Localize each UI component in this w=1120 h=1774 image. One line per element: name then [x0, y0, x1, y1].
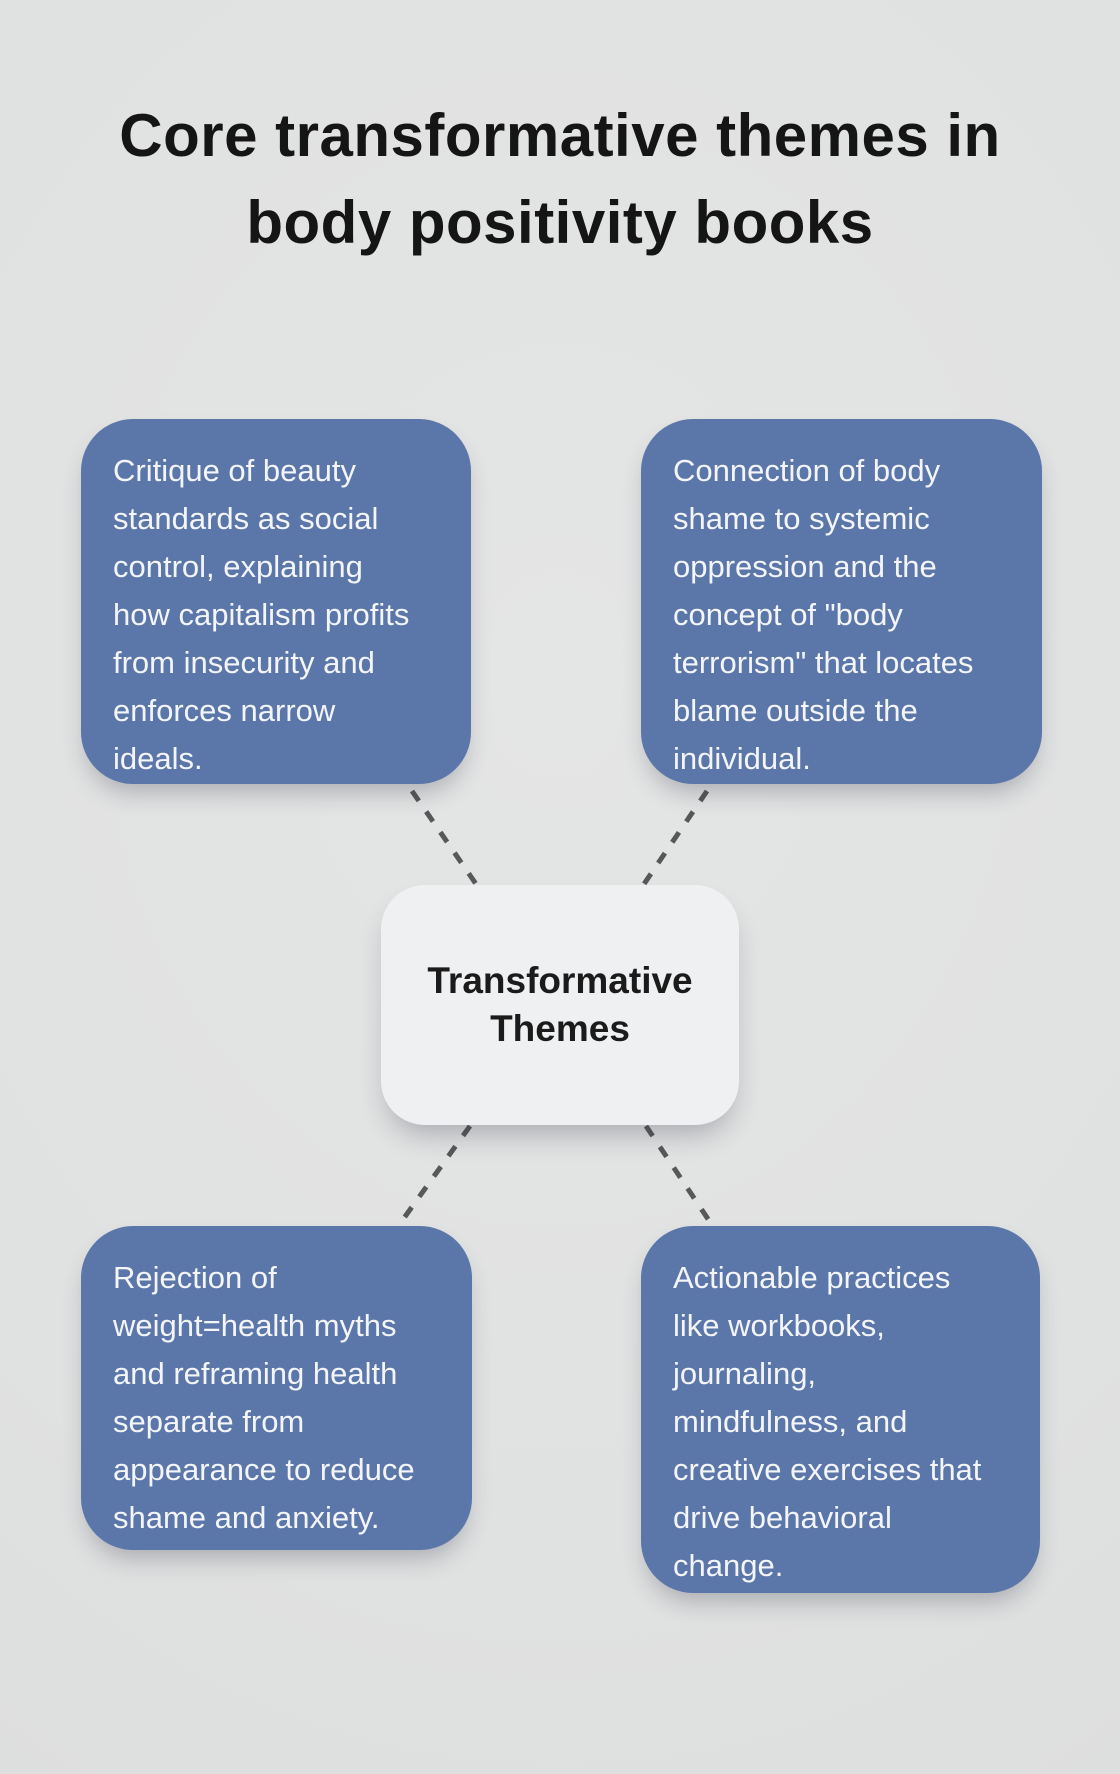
theme-text-top-right: Connection of body shame to systemic opp…: [673, 453, 974, 776]
theme-card-bottom-left: Rejection of weight=health myths and ref…: [81, 1226, 472, 1550]
connector-top-right: [641, 789, 710, 886]
theme-card-bottom-right: Actionable practices like workbooks, jou…: [641, 1226, 1040, 1593]
theme-card-top-left: Critique of beauty standards as social c…: [81, 419, 471, 784]
center-node: Transformative Themes: [381, 885, 739, 1125]
theme-text-top-left: Critique of beauty standards as social c…: [113, 453, 410, 776]
theme-text-bottom-right: Actionable practices like workbooks, jou…: [673, 1260, 982, 1583]
theme-text-bottom-left: Rejection of weight=health myths and ref…: [113, 1260, 415, 1535]
center-node-label: Transformative Themes: [427, 960, 693, 1049]
connector-bottom-left: [396, 1124, 473, 1227]
page-title: Core transformative themes in body positi…: [0, 92, 1120, 266]
page-title-line-2: body positivity books: [246, 189, 874, 256]
connector-top-left: [409, 789, 479, 886]
theme-card-top-right: Connection of body shame to systemic opp…: [641, 419, 1042, 784]
page-title-line-1: Core transformative themes in: [119, 102, 1001, 169]
connector-bottom-right: [643, 1124, 715, 1227]
